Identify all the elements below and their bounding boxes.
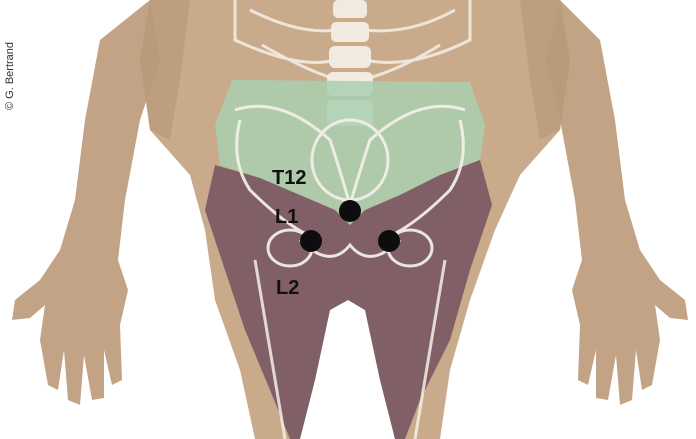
label-t12: T12 (272, 167, 306, 190)
label-l1: L1 (275, 206, 298, 229)
l1-left-point (300, 230, 322, 252)
l1-right-point (378, 230, 400, 252)
label-l2: L2 (276, 277, 299, 300)
left-arm (12, 0, 160, 405)
t12-point (339, 200, 361, 222)
copyright-credit: © G. Bertrand (4, 42, 16, 110)
